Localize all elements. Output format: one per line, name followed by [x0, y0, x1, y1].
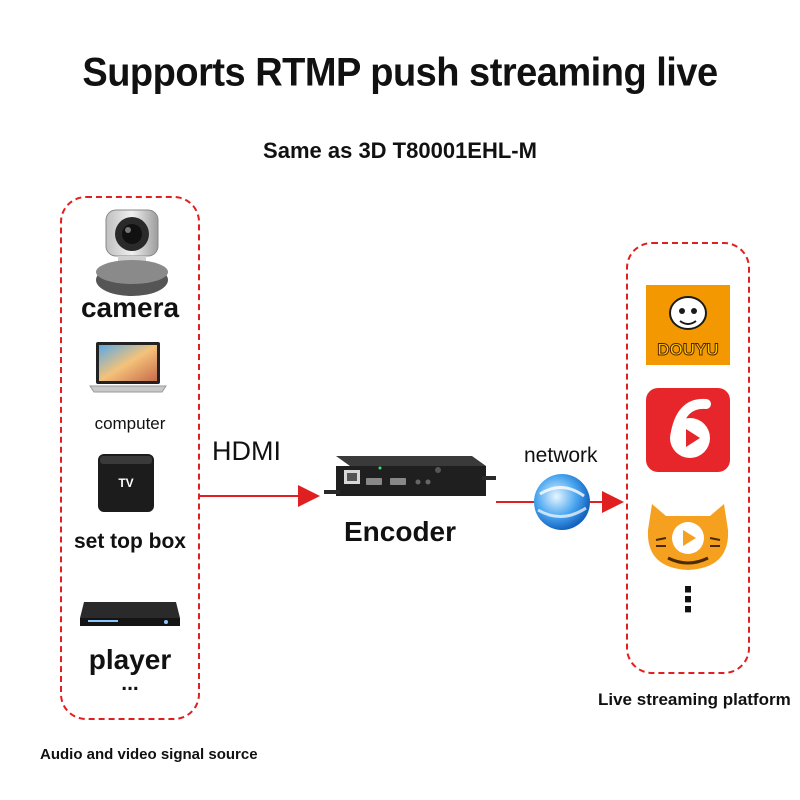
- network-label: network: [524, 444, 598, 467]
- source-caption: Audio and video signal source: [40, 746, 258, 763]
- platform-more-ellipsis: ⋮: [671, 581, 705, 619]
- encoder-label: Encoder: [343, 516, 457, 547]
- source-more-ellipsis: ...: [121, 672, 139, 695]
- platform-group-box: [626, 242, 750, 674]
- platform-caption: Live streaming platform: [598, 690, 791, 709]
- tv-box-icon: TV: [98, 454, 154, 512]
- source-label-camera: camera: [80, 292, 180, 323]
- globe-icon: [534, 474, 590, 530]
- source-group-box: [60, 196, 200, 720]
- encoder-device-icon: [324, 456, 496, 496]
- page-subtitle: Same as 3D T80001EHL-M: [263, 138, 537, 163]
- source-label-computer: computer: [94, 414, 166, 433]
- dvd-player-icon: [80, 602, 180, 626]
- douyu-logo-text: DOUYU: [657, 340, 718, 359]
- six-rooms-logo: [646, 388, 730, 472]
- camera-icon: [96, 209, 168, 296]
- hdmi-label: HDMI: [212, 436, 281, 466]
- laptop-icon: [89, 342, 167, 393]
- source-label-player: player: [88, 644, 172, 675]
- tv-badge: TV: [118, 476, 133, 490]
- douyu-logo: DOUYU: [646, 285, 730, 365]
- page-title: Supports RTMP push streaming live: [82, 50, 718, 96]
- network-arrow: [496, 474, 624, 530]
- hdmi-arrow: [198, 485, 320, 507]
- source-label-set-top-box: set top box: [73, 530, 186, 553]
- huya-logo: [647, 504, 729, 570]
